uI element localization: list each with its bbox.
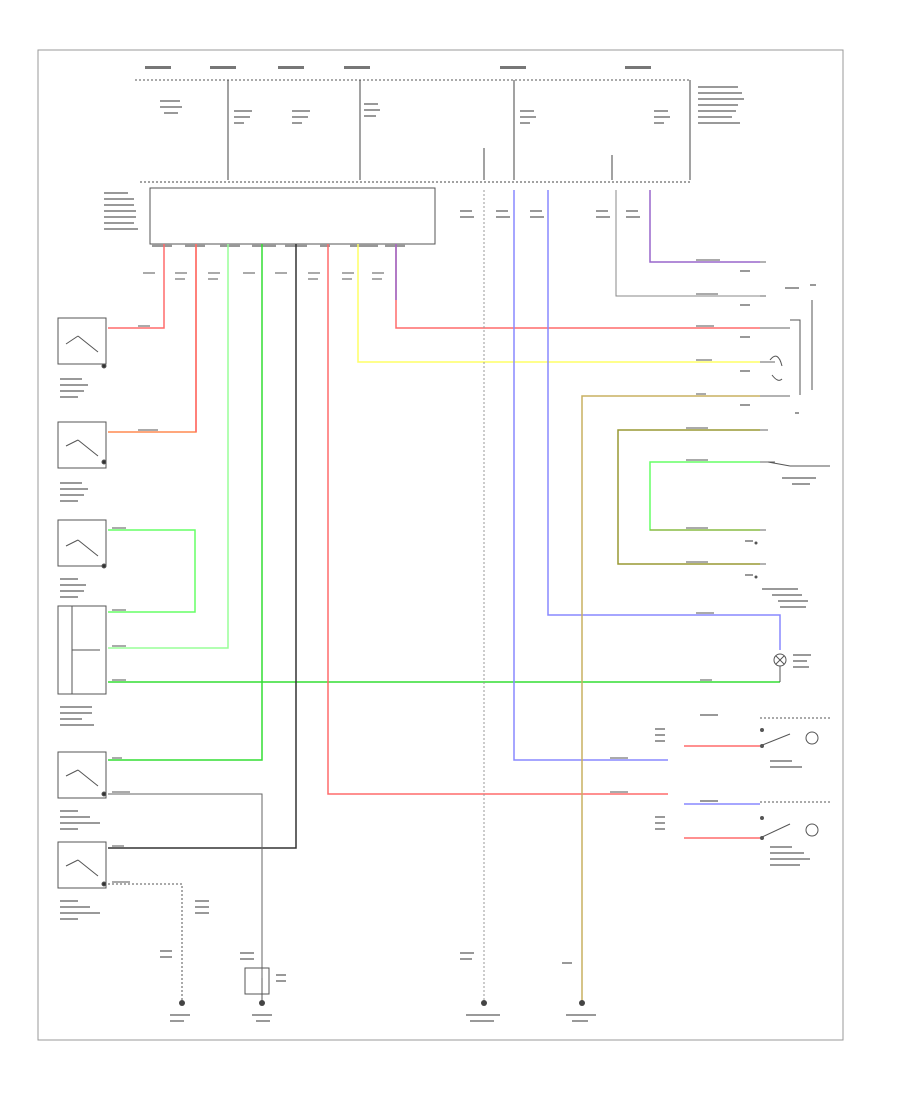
- personal-light-right: [759, 717, 830, 748]
- wire-gray-bottom: [108, 883, 183, 1002]
- wire-green-inner: [649, 461, 760, 531]
- wire-blue-2: [547, 190, 781, 650]
- wire-light-green-luggage: [108, 529, 196, 613]
- wire-black-1: [108, 244, 297, 849]
- wire-yellow: [357, 244, 760, 363]
- wire-blue-1: [513, 190, 668, 761]
- bcm-label-text: [104, 192, 138, 230]
- front-door-courtesy-switch: [57, 751, 107, 799]
- wire-violet-red: [395, 244, 760, 329]
- key-switch-label: [785, 284, 816, 414]
- ground-stub-2: [754, 575, 758, 579]
- luggage-light-switch: [57, 519, 107, 569]
- rear-door-switch-label: [60, 900, 100, 920]
- luggage-switch-label: [60, 578, 86, 598]
- ground-symbols: [179, 1000, 585, 1006]
- wire-color-tags: [112, 259, 720, 883]
- door-switch-right: [767, 461, 830, 467]
- wire-olive: [617, 429, 760, 565]
- fuse-text-blocks: [160, 86, 744, 124]
- luggage-room-light: [773, 653, 787, 682]
- wire-tan: [581, 395, 760, 1002]
- connector-labels-right: [460, 210, 640, 218]
- key-switch: [769, 300, 813, 395]
- left-door-switch-label: [60, 482, 88, 502]
- wire-gray-front-door: [108, 793, 263, 978]
- combination-meter-label: [762, 477, 816, 608]
- right-door-switch-label: [60, 378, 88, 398]
- wire-red-long: [327, 244, 668, 795]
- luggage-light-label: [793, 654, 811, 668]
- personal-light-left: [759, 801, 830, 840]
- personal-light-labels: [655, 714, 810, 866]
- rear-door-courtesy-switch: [57, 841, 107, 889]
- back-door-courtesy-assembly: [57, 605, 107, 695]
- wire-light-green-1: [108, 244, 229, 649]
- wire-gray: [615, 190, 760, 297]
- front-door-switch-label: [60, 810, 100, 830]
- right-terminal-labels: [740, 270, 753, 576]
- left-door-courtesy-switch: [57, 421, 107, 469]
- right-connector-stubs: [760, 261, 790, 565]
- wire-red-1: [108, 244, 165, 329]
- diagram-frame: [37, 49, 844, 1041]
- ground-stub-1: [754, 541, 758, 545]
- ground-left-connector: [244, 967, 270, 1002]
- wire-green-1: [108, 244, 263, 761]
- wire-violet-top: [649, 190, 760, 263]
- fuse-labels: [145, 66, 651, 69]
- body-control-module: [149, 187, 436, 245]
- ground-labels: [160, 900, 596, 1022]
- back-door-assembly-label: [60, 706, 94, 726]
- right-door-courtesy-switch: [57, 317, 107, 369]
